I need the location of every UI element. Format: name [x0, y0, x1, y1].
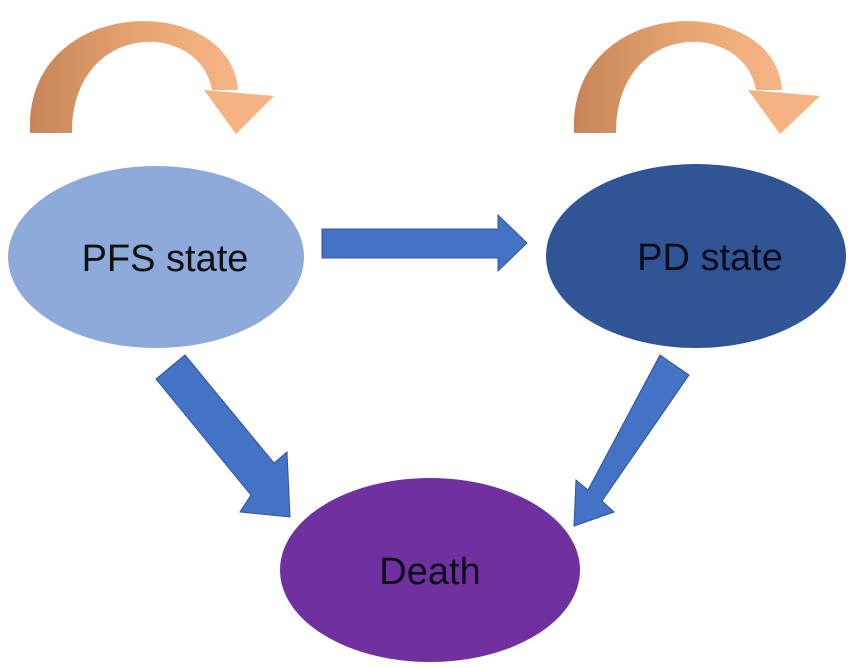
- pfs-state-label: PFS state: [82, 238, 249, 280]
- pfs-state-node: PFS state: [8, 166, 304, 348]
- pd-state-node: PD state: [546, 164, 846, 348]
- pfs-self-loop-arrow: [29, 21, 274, 134]
- pd-to-death-arrow: [573, 354, 690, 527]
- pfs-to-pd-arrow: [321, 213, 528, 273]
- death-node: Death: [280, 478, 580, 662]
- pd-self-loop-arrow: [573, 21, 820, 134]
- death-label: Death: [379, 551, 480, 593]
- pd-state-label: PD state: [637, 237, 783, 279]
- pfs-to-death-arrow: [155, 354, 291, 518]
